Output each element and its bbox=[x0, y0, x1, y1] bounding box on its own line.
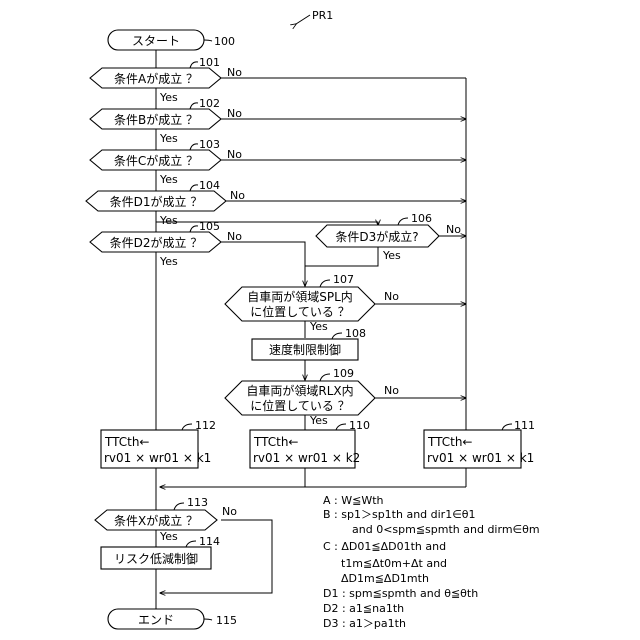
process-108: 速度制限制御 108 bbox=[252, 327, 366, 360]
svg-text:rv01 × wr01 × k1: rv01 × wr01 × k1 bbox=[427, 451, 534, 465]
figure-id: PR1 bbox=[312, 9, 333, 22]
svg-text:スタート: スタート bbox=[132, 34, 180, 48]
conditions-legend: A : W≦Wth B : sp1＞sp1th and dir1∈θ1 and … bbox=[323, 494, 540, 630]
svg-text:110: 110 bbox=[349, 419, 370, 432]
legend-line: and 0<spm≦spmth and dirm∈θm bbox=[352, 523, 540, 536]
legend-line: B : sp1＞sp1th and dir1∈θ1 bbox=[323, 508, 476, 521]
no-label: No bbox=[227, 230, 242, 243]
svg-text:105: 105 bbox=[199, 220, 220, 233]
svg-text:114: 114 bbox=[199, 535, 220, 548]
svg-text:109: 109 bbox=[333, 367, 354, 380]
svg-text:TTCth←: TTCth← bbox=[104, 435, 150, 449]
no-label: No bbox=[227, 107, 242, 120]
yes-label: Yes bbox=[309, 320, 328, 333]
yes-label: Yes bbox=[159, 132, 178, 145]
yes-label: Yes bbox=[159, 214, 178, 227]
svg-text:自車両が領域RLX内: 自車両が領域RLX内 bbox=[246, 383, 353, 398]
connector bbox=[221, 242, 305, 286]
no-label: No bbox=[446, 223, 461, 236]
yes-label: Yes bbox=[159, 530, 178, 543]
legend-line: t1m≦Δt0m+Δt and bbox=[341, 557, 447, 570]
svg-text:111: 111 bbox=[514, 419, 535, 432]
svg-text:rv01 × wr01 × k1: rv01 × wr01 × k1 bbox=[104, 451, 211, 465]
svg-text:102: 102 bbox=[199, 97, 220, 110]
svg-text:113: 113 bbox=[187, 496, 208, 509]
svg-text:条件D3が成立?: 条件D3が成立? bbox=[335, 229, 418, 244]
legend-line: D1 : spm≦spmth and θ≦θth bbox=[323, 587, 478, 600]
legend-line: C : ΔD01≦ΔD01th and bbox=[323, 540, 446, 553]
svg-text:条件Bが成立 ？: 条件Bが成立 ？ bbox=[114, 112, 198, 127]
connector bbox=[305, 247, 378, 266]
yes-label: Yes bbox=[382, 249, 401, 262]
svg-text:条件Aが成立 ？: 条件Aが成立 ？ bbox=[114, 71, 198, 86]
no-label: No bbox=[230, 189, 245, 202]
svg-text:100: 100 bbox=[214, 35, 235, 48]
end-terminal: エンド 115 bbox=[108, 609, 237, 629]
svg-text:115: 115 bbox=[216, 614, 237, 627]
no-label: No bbox=[222, 505, 237, 518]
svg-text:106: 106 bbox=[411, 212, 432, 225]
svg-text:自車両が領域SPL内: 自車両が領域SPL内 bbox=[247, 289, 353, 304]
start-terminal: スタート 100 bbox=[108, 30, 235, 50]
no-label: No bbox=[384, 384, 399, 397]
svg-text:速度制限制御: 速度制限制御 bbox=[269, 342, 341, 357]
svg-text:112: 112 bbox=[195, 419, 216, 432]
yes-label: Yes bbox=[309, 414, 328, 427]
svg-text:101: 101 bbox=[199, 56, 220, 69]
decision-109: 自車両が領域RLX内 に位置している ？ 109 No Yes bbox=[225, 367, 399, 427]
legend-line: A : W≦Wth bbox=[323, 494, 384, 507]
no-label: No bbox=[227, 66, 242, 79]
svg-text:に位置している ？: に位置している ？ bbox=[250, 304, 349, 319]
svg-text:103: 103 bbox=[199, 138, 220, 151]
figure-label: PR1 bbox=[296, 9, 333, 24]
svg-text:rv01 × wr01 × k2: rv01 × wr01 × k2 bbox=[253, 451, 360, 465]
svg-text:TTCth←: TTCth← bbox=[427, 435, 473, 449]
yes-label: Yes bbox=[159, 173, 178, 186]
no-label: No bbox=[384, 290, 399, 303]
svg-text:条件D1が成立 ？: 条件D1が成立 ？ bbox=[110, 194, 203, 209]
decision-107: 自車両が領域SPL内 に位置している ？ 107 No Yes bbox=[225, 273, 399, 333]
decision-106: 条件D3が成立? 106 No Yes bbox=[316, 212, 461, 262]
yes-label: Yes bbox=[159, 255, 178, 268]
legend-line: D3 : a1＞pa1th bbox=[323, 617, 406, 630]
legend-line: D2 : a1≦na1th bbox=[323, 602, 404, 615]
svg-text:108: 108 bbox=[345, 327, 366, 340]
svg-text:条件Cが成立 ？: 条件Cが成立 ？ bbox=[114, 153, 198, 168]
yes-label: Yes bbox=[159, 91, 178, 104]
legend-line: ΔD1m≦ΔD1mth bbox=[341, 572, 429, 585]
svg-text:107: 107 bbox=[333, 273, 354, 286]
svg-text:TTCth←: TTCth← bbox=[253, 435, 299, 449]
process-111: TTCth← rv01 × wr01 × k1 111 bbox=[424, 419, 535, 468]
decision-104: 条件D1が成立 ？ 104 No Yes bbox=[86, 179, 245, 227]
svg-text:条件D2が成立 ？: 条件D2が成立 ？ bbox=[110, 235, 203, 250]
svg-text:104: 104 bbox=[199, 179, 220, 192]
svg-text:エンド: エンド bbox=[138, 613, 174, 627]
svg-text:に位置している ？: に位置している ？ bbox=[250, 398, 349, 413]
svg-text:リスク低減制御: リスク低減制御 bbox=[114, 551, 198, 566]
no-label: No bbox=[227, 148, 242, 161]
decision-105: 条件D2が成立 ？ 105 No Yes bbox=[90, 220, 242, 268]
process-112: TTCth← rv01 × wr01 × k1 112 bbox=[101, 419, 216, 468]
svg-text:条件Xが成立 ？: 条件Xが成立 ？ bbox=[114, 513, 198, 528]
